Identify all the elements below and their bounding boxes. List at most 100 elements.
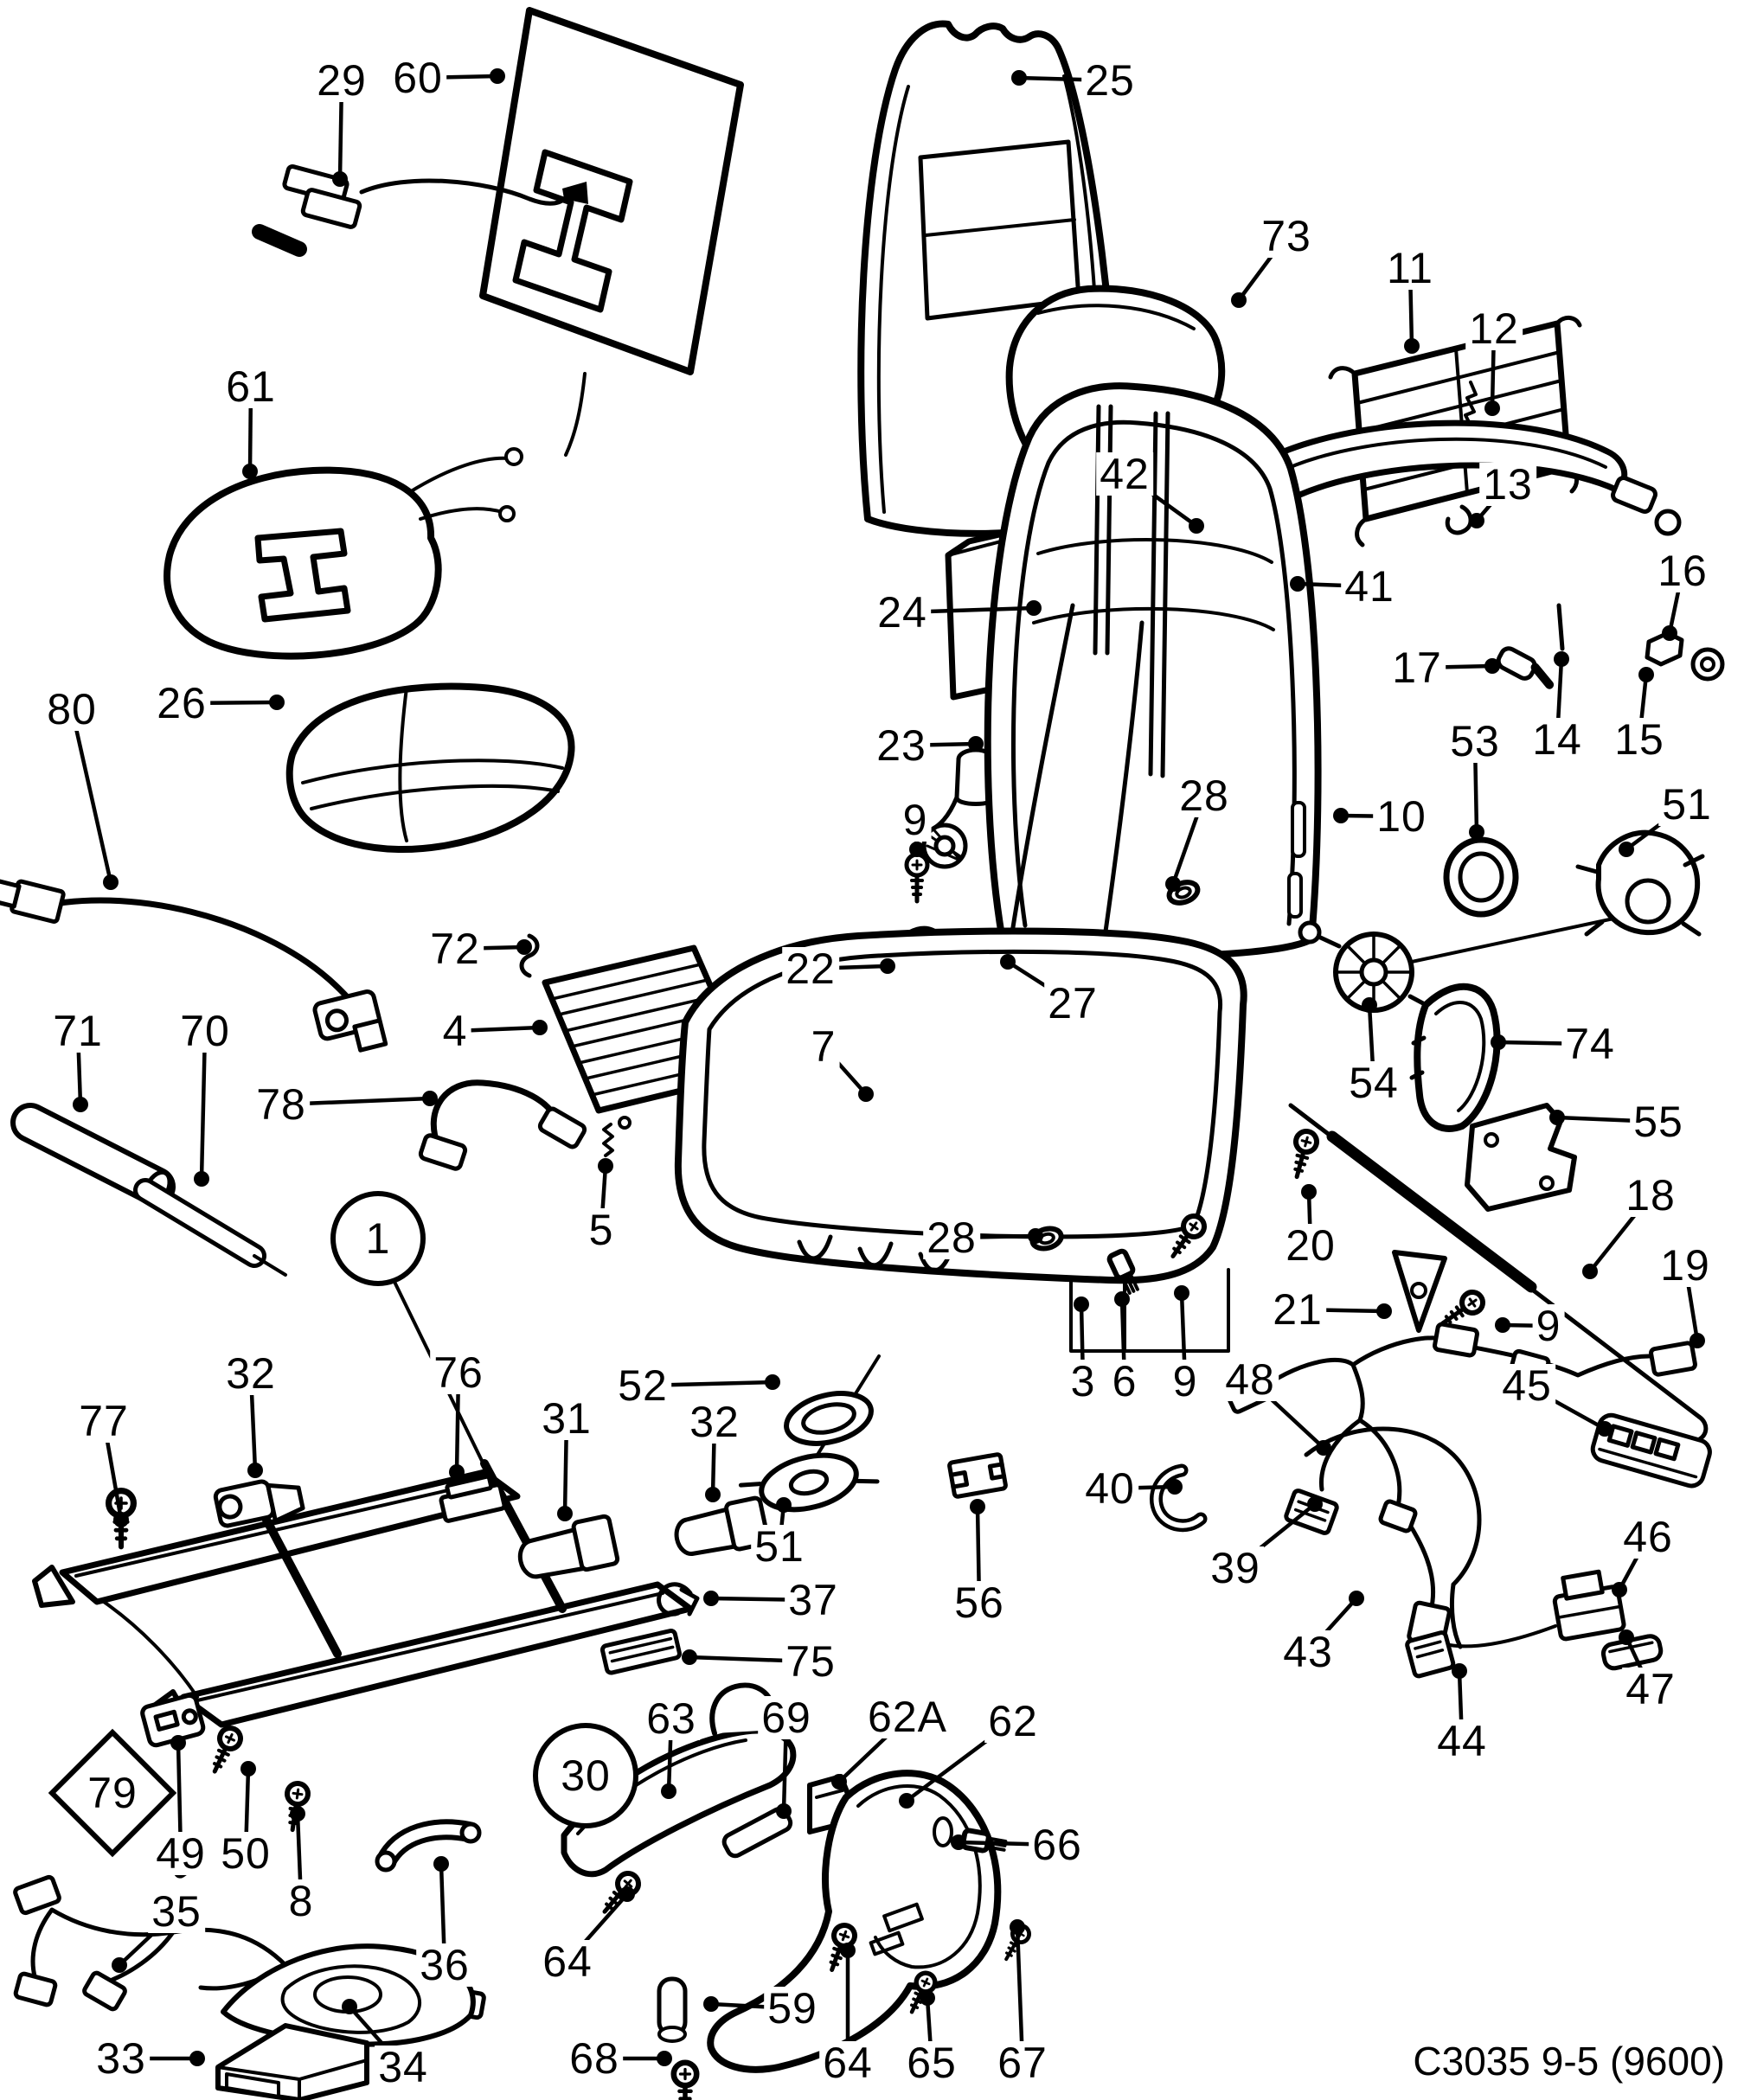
part-label-61-16: 61 (222, 365, 279, 408)
part-label-15-13: 15 (1611, 718, 1668, 761)
part-label-12-5: 12 (1465, 307, 1523, 350)
part-label-25-2: 25 (1081, 59, 1138, 102)
part-label-20-36: 20 (1282, 1224, 1339, 1267)
part-label-54-27: 54 (1345, 1061, 1402, 1104)
part-label-59-68: 59 (764, 1987, 821, 2030)
part-label-72-24: 72 (426, 927, 484, 970)
airbag-art (1409, 983, 1577, 1212)
part-label-60-1: 60 (389, 56, 446, 99)
cushion-heating-pad-art (164, 447, 523, 660)
part-label-35-76: 35 (148, 1890, 205, 1933)
part-label-66-66: 66 (1029, 1823, 1086, 1866)
part-label-39-45: 39 (1207, 1546, 1264, 1590)
part-label-80-17: 80 (43, 688, 100, 731)
part-label-1-80: 1 (365, 1214, 391, 1263)
part-label-53-18: 53 (1446, 720, 1504, 763)
recliner-small-parts-art (1287, 1129, 1487, 1332)
seat-frame-art (674, 927, 1247, 1353)
part-label-31-55: 31 (538, 1397, 595, 1440)
part-label-64-67: 64 (539, 1940, 596, 1983)
recliner-discs-art (738, 1354, 881, 1513)
switch-parts-art (1405, 1412, 1712, 1679)
part-label-74-28: 74 (1561, 1022, 1619, 1066)
part-label-78-32: 78 (253, 1083, 310, 1126)
part-label-49-73: 49 (152, 1832, 209, 1875)
part-label-18-33: 18 (1622, 1174, 1679, 1217)
part-label-13-6: 13 (1479, 463, 1536, 506)
part-label-51-21: 51 (1658, 783, 1715, 826)
part-label-62a-64: 62A (864, 1695, 951, 1738)
part-label-28-19: 28 (1176, 774, 1233, 817)
small-fasteners-art (418, 1079, 632, 1171)
drawing-code: C3035 9-5 (9600) (1413, 2039, 1725, 2084)
part-label-22-23: 22 (782, 947, 839, 990)
clips-art (947, 1452, 1208, 1533)
part-label-23-14: 23 (873, 724, 930, 767)
part-label-63-62: 63 (643, 1697, 700, 1740)
cylinders-art (10, 1103, 287, 1277)
part-label-6-41: 6 (1108, 1360, 1141, 1403)
part-label-33-78: 33 (93, 2037, 150, 2080)
seat-cushion-art (285, 682, 575, 854)
part-label-24-10: 24 (874, 591, 931, 634)
heater-cable-art (0, 878, 388, 1053)
part-label-11-4: 11 (1383, 246, 1437, 290)
part-label-43-50: 43 (1279, 1630, 1337, 1674)
part-label-29-0: 29 (313, 59, 370, 102)
part-label-70-31: 70 (176, 1009, 234, 1053)
part-label-47-48: 47 (1622, 1668, 1679, 1711)
part-label-64-70: 64 (819, 2041, 876, 2084)
backrest-heating-pad-art (479, 7, 744, 457)
part-label-42-8: 42 (1096, 452, 1153, 496)
part-label-32-57: 32 (686, 1400, 743, 1444)
part-label-76-54: 76 (430, 1351, 487, 1394)
rails-art (32, 1459, 771, 1732)
part-label-30-81: 30 (561, 1751, 611, 1800)
part-label-52-56: 52 (614, 1364, 671, 1407)
part-label-48-43: 48 (1221, 1358, 1279, 1401)
part-label-75-60: 75 (782, 1640, 839, 1683)
underseat-art (13, 1693, 1032, 2100)
part-label-50-74: 50 (217, 1832, 274, 1875)
part-label-14-12: 14 (1529, 718, 1586, 761)
part-label-9-42: 9 (1169, 1360, 1202, 1403)
part-label-41-9: 41 (1341, 565, 1398, 608)
part-label-32-53: 32 (222, 1352, 279, 1395)
part-label-62-65: 62 (984, 1700, 1042, 1743)
part-label-36-77: 36 (416, 1943, 473, 1987)
part-label-51-58: 51 (751, 1525, 808, 1568)
part-label-16-7: 16 (1654, 549, 1711, 592)
part-label-44-49: 44 (1433, 1719, 1491, 1763)
part-label-21-37: 21 (1269, 1288, 1326, 1331)
part-label-65-71: 65 (903, 2041, 960, 2084)
part-label-9-22: 9 (899, 798, 932, 842)
part-label-9-51: 9 (1532, 1304, 1565, 1348)
part-label-67-72: 67 (994, 2041, 1051, 2084)
part-label-28-38: 28 (923, 1216, 980, 1259)
part-label-79-82: 79 (87, 1769, 138, 1817)
part-label-56-61: 56 (951, 1581, 1008, 1624)
part-label-5-35: 5 (585, 1208, 618, 1252)
part-label-40-44: 40 (1081, 1467, 1138, 1510)
part-label-4-25: 4 (439, 1009, 471, 1053)
part-label-10-20: 10 (1373, 795, 1430, 838)
part-label-69-63: 69 (758, 1696, 815, 1739)
part-label-27-39: 27 (1044, 982, 1101, 1025)
part-label-68-69: 68 (566, 2037, 623, 2080)
part-label-26-15: 26 (153, 682, 210, 725)
part-label-55-29: 55 (1630, 1100, 1687, 1143)
sensor-wire-art (252, 164, 588, 257)
part-label-71-30: 71 (49, 1009, 106, 1053)
part-label-3-40: 3 (1067, 1360, 1100, 1403)
part-label-73-3: 73 (1258, 214, 1315, 258)
part-label-7-26: 7 (807, 1025, 840, 1068)
part-label-17-11: 17 (1388, 646, 1446, 689)
part-label-46-47: 46 (1619, 1515, 1677, 1559)
part-label-37-59: 37 (785, 1578, 842, 1622)
part-label-34-79: 34 (375, 2046, 432, 2089)
part-label-19-34: 19 (1657, 1244, 1714, 1287)
part-label-45-46: 45 (1498, 1364, 1555, 1407)
part-label-77-52: 77 (75, 1399, 132, 1443)
